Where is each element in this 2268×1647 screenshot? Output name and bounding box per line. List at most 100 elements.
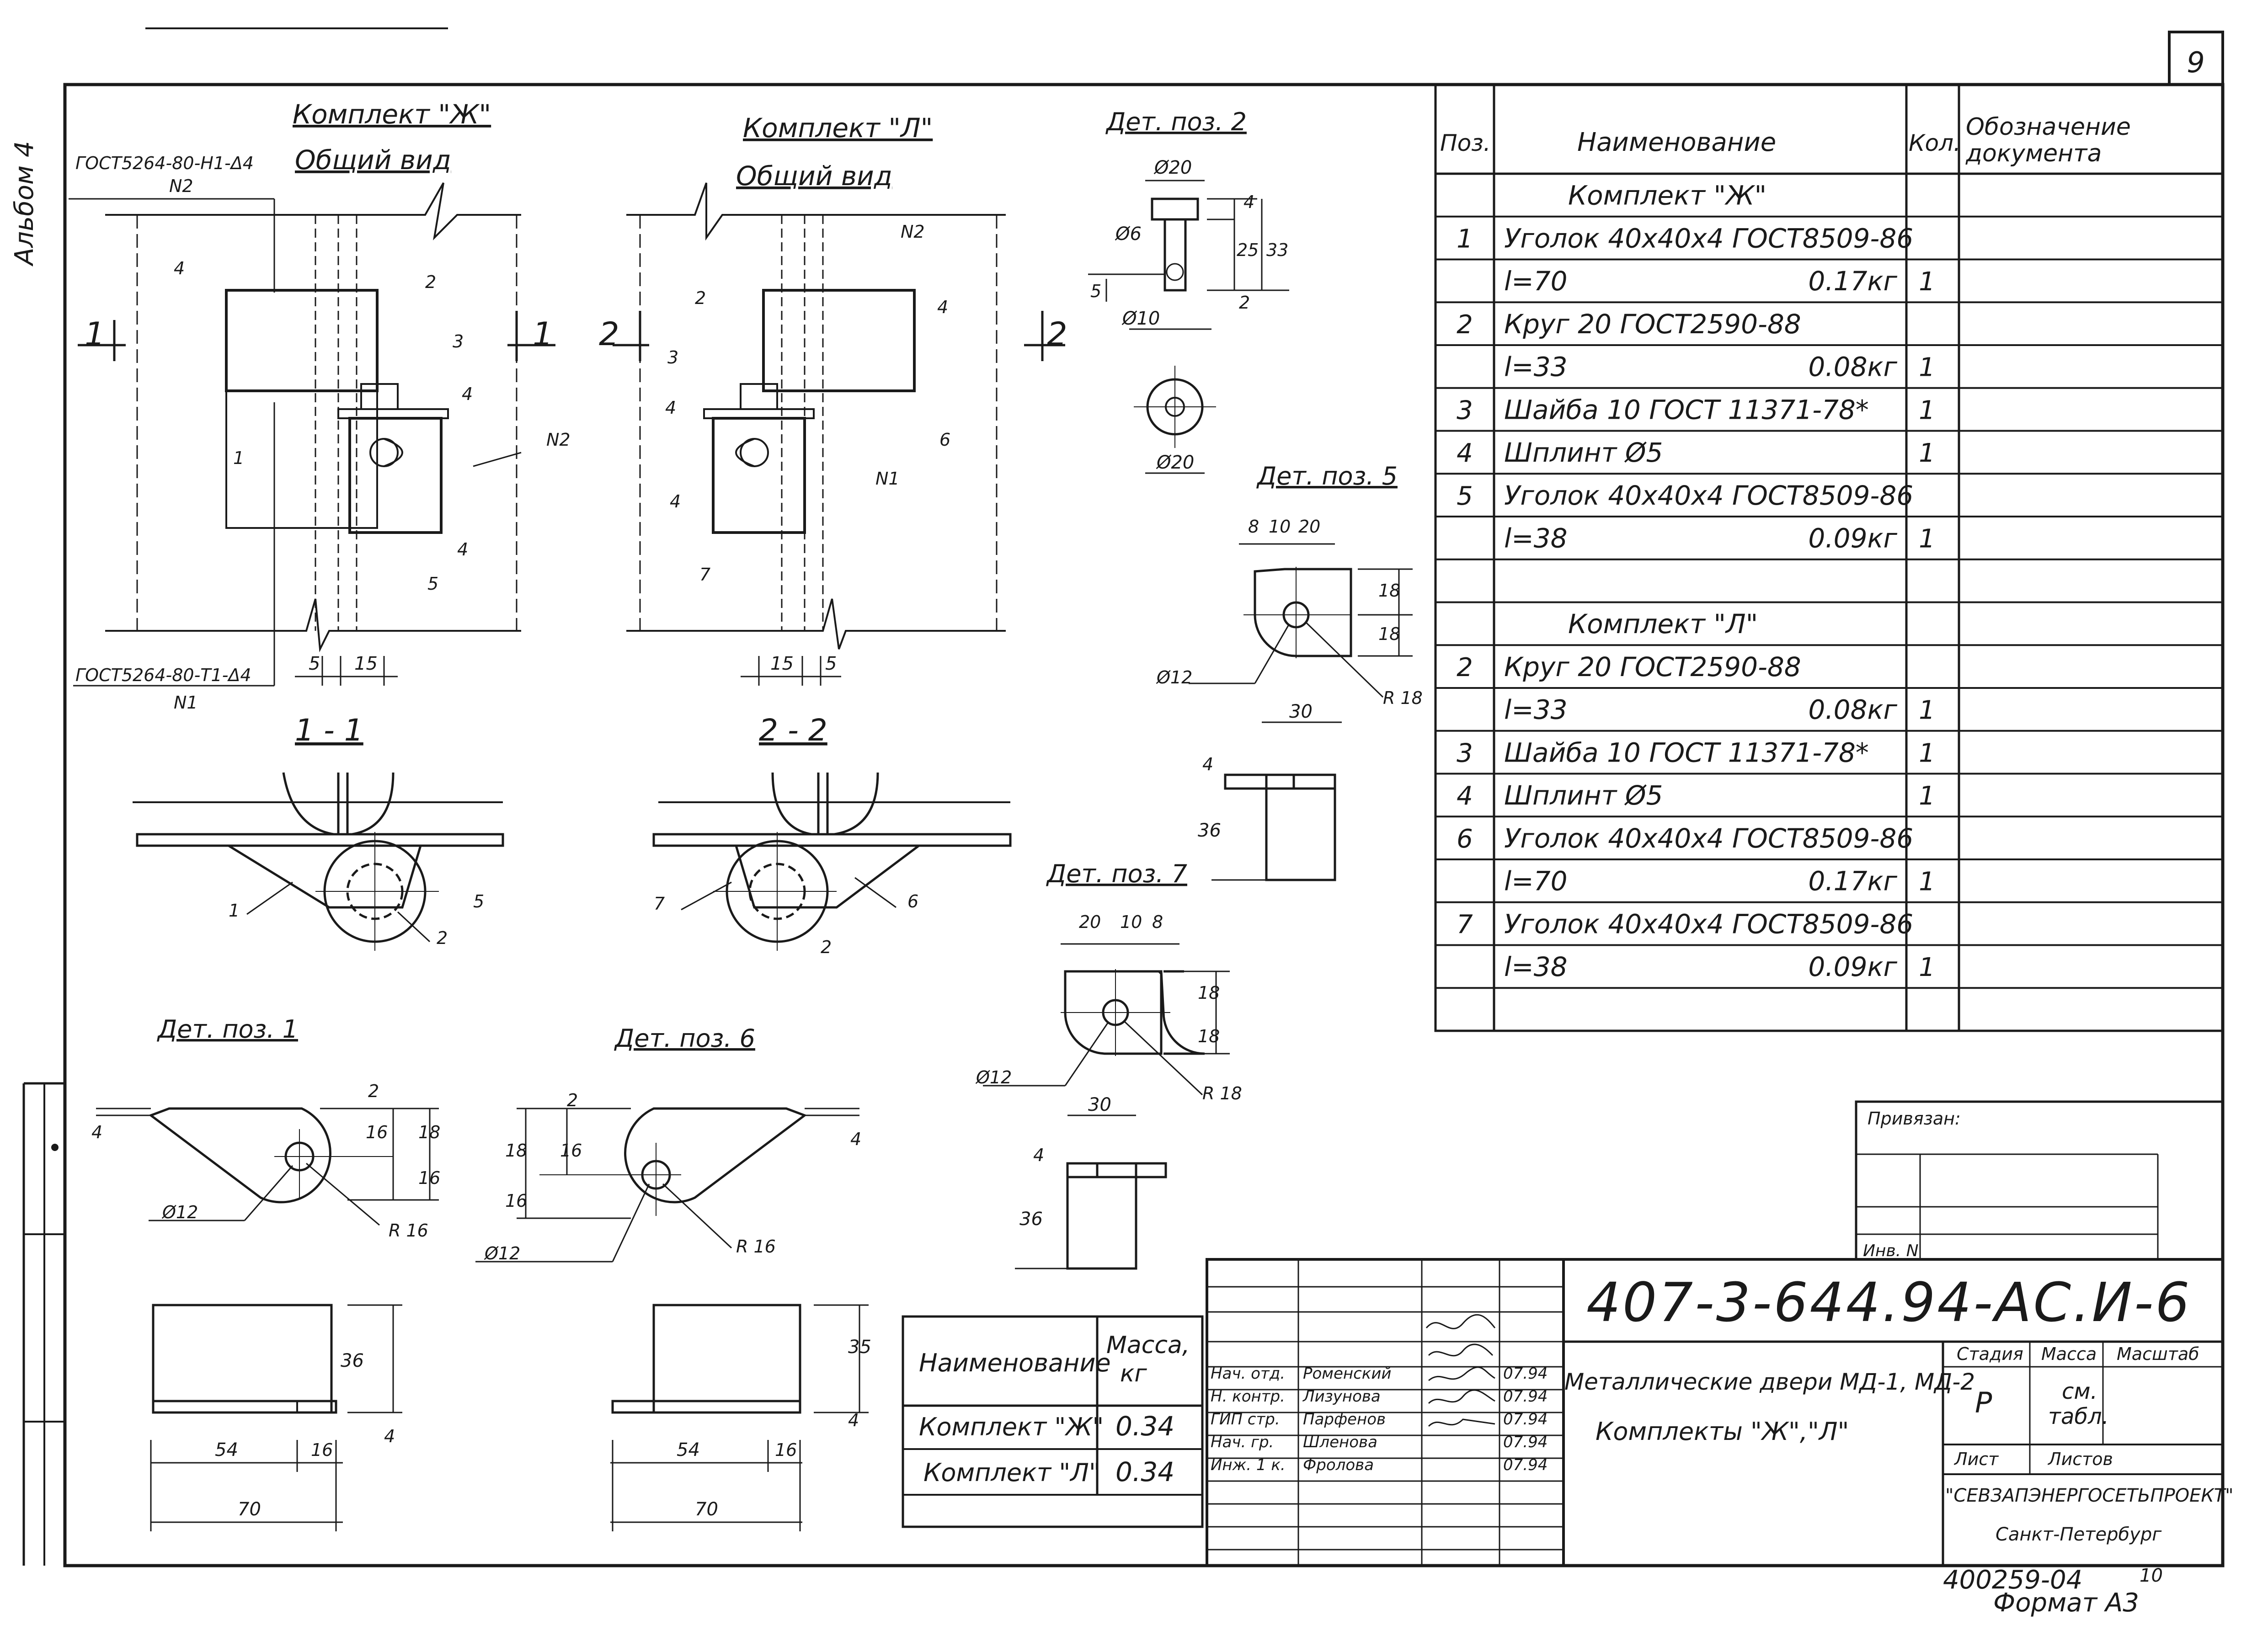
pos-label-3-l: 3 [667, 347, 678, 368]
spec-row-weight: 0.17кг [1808, 266, 1897, 297]
detail-7-dim-18a: 18 [1198, 983, 1220, 1003]
mass-header-tb: Масса [2041, 1344, 2097, 1364]
attached-label: Привязан: [1868, 1109, 1961, 1129]
detail-1-dim-36: 36 [341, 1350, 364, 1371]
detail-5-title: Дет. поз. 5 [1256, 462, 1398, 490]
detail-7-dim-4: 4 [1033, 1145, 1044, 1165]
drawing-title-line2: Комплекты "Ж","Л" [1596, 1417, 1849, 1446]
detail-1-dim-16a: 16 [366, 1122, 388, 1142]
weld-note-n2-right: N2 [546, 430, 571, 450]
drawing-title-line1: Металлические двери МД-1, МД-2 [1564, 1369, 1975, 1395]
title-set-l: Комплект "Л" [743, 112, 933, 144]
weld-note-n2-l: N2 [901, 222, 925, 242]
mass-header-name: Наименование [919, 1349, 1111, 1377]
spec-row-name: Шплинт Ø5 [1504, 437, 1663, 468]
detail-5-dim-20: 20 [1298, 517, 1320, 537]
detail-6-dim-2: 2 [567, 1090, 578, 1110]
detail-5-dim-8: 8 [1248, 517, 1259, 537]
detail-6-dim-18: 18 [505, 1141, 527, 1161]
detail-2-d20-top: Ø20 [1153, 157, 1192, 178]
detail-6-dim-16b: 16 [505, 1191, 527, 1211]
spec-row-name: Шайба 10 ГОСТ 11371-78* [1504, 394, 1869, 425]
signer-date: 07.94 [1503, 1387, 1548, 1406]
weld-note-top-zh: ГОСТ5264-80-Н1-Δ4 [75, 153, 254, 173]
spec-row-name: l=38 [1504, 523, 1568, 554]
detail-1-dim-16c: 16 [311, 1440, 333, 1460]
section-1-1-pos-1: 1 [229, 901, 240, 921]
dim-5-zh: 5 [309, 653, 320, 674]
spec-row-name: Уголок 40х40х4 ГОСТ8509-86 [1504, 823, 1913, 854]
detail-6 [475, 1107, 869, 1531]
signer-name: Парфенов [1303, 1410, 1386, 1428]
sheet-format: Формат А3 [1993, 1588, 2139, 1618]
stage-value: Р [1975, 1386, 1992, 1419]
spec-row-weight: 0.09кг [1808, 951, 1897, 982]
detail-7-dim-10: 10 [1120, 912, 1142, 932]
dim-15-zh: 15 [354, 653, 378, 674]
detail-5-dim-18b: 18 [1378, 624, 1400, 644]
signer-name: Шленова [1303, 1433, 1377, 1451]
detail-7-dim-30: 30 [1088, 1094, 1111, 1115]
detail-6-dim-4: 4 [850, 1129, 861, 1149]
spec-row-weight: 0.08кг [1808, 694, 1897, 725]
pos-label-5-zh: 5 [427, 574, 438, 594]
section-2-2-pos-6: 6 [907, 891, 918, 911]
detail-1-dim-4: 4 [91, 1122, 102, 1142]
spec-row-pos: 7 [1457, 910, 1473, 939]
sheet-number: 9 [2187, 46, 2204, 79]
weld-note-bottom-zh: ГОСТ5264-80-Т1-Δ4 [75, 665, 251, 685]
spec-row-pos: 3 [1457, 738, 1473, 768]
detail-1-dim-18: 18 [418, 1122, 440, 1142]
section-2-2 [652, 772, 1012, 951]
detail-6-title: Дет. поз. 6 [614, 1024, 755, 1053]
pos-label-4-l: 4 [665, 398, 676, 418]
detail-5-dim-10: 10 [1269, 517, 1291, 537]
detail-1-dim-4-side: 4 [384, 1426, 395, 1446]
spec-row-weight: 0.08кг [1808, 352, 1897, 383]
section-1-1-title: 1 - 1 [295, 713, 363, 748]
detail-6-dim-35: 35 [848, 1337, 871, 1358]
detail-5-dim-30: 30 [1289, 701, 1313, 722]
sheets-header: Листов [2047, 1449, 2113, 1469]
pos-label-3-zh: 3 [453, 331, 464, 352]
mass-row-1-mass: 0.34 [1115, 1411, 1174, 1442]
archive-number: 400259-04 [1943, 1565, 2082, 1595]
pos-label-4-zh: 4 [462, 384, 473, 404]
section-1-1 [133, 772, 504, 951]
spec-row-name: Шплинт Ø5 [1504, 780, 1663, 811]
spec-row-pos: 6 [1457, 824, 1473, 854]
detail-7-r18: R 18 [1202, 1083, 1242, 1103]
spec-row-qty: 1 [1919, 781, 1935, 811]
spec-row-name: Комплект "Л" [1568, 608, 1758, 640]
title-block [1206, 1258, 2224, 1567]
detail-7-dim-36: 36 [1019, 1209, 1043, 1230]
section-2-2-pos-7: 7 [654, 894, 665, 914]
spec-row-pos: 3 [1457, 395, 1473, 425]
spec-row-qty: 1 [1919, 696, 1935, 725]
spec-row-name: Комплект "Ж" [1568, 180, 1766, 211]
detail-6-d12: Ø12 [484, 1243, 520, 1263]
spec-table [1434, 83, 2224, 1032]
signer-role: Н. контр. [1211, 1387, 1285, 1406]
signer-name: Лизунова [1302, 1387, 1381, 1406]
spec-row-pos: 4 [1457, 438, 1473, 468]
spec-row-qty: 1 [1919, 395, 1935, 425]
section-1-1-pos-5: 5 [473, 891, 484, 911]
spec-row-pos: 5 [1457, 481, 1473, 511]
general-view-set-l [613, 182, 1065, 686]
drawing-code: 407-3-644.94-АС.И-6 [1586, 1271, 2191, 1334]
detail-1-title: Дет. поз. 1 [157, 1015, 298, 1044]
scale-header: Масштаб [2117, 1344, 2199, 1364]
detail-2 [1088, 180, 1289, 474]
signer-name: Роменский [1303, 1365, 1392, 1383]
dim-4-l-top: 4 [937, 297, 948, 317]
detail-5-dim-36: 36 [1198, 820, 1221, 841]
detail-7 [983, 943, 1230, 1270]
weld-note-n1-l: N1 [875, 469, 900, 489]
signer-date: 07.94 [1503, 1433, 1548, 1451]
dim-4-zh-top: 4 [174, 258, 185, 278]
detail-6-dim-16c: 16 [775, 1440, 797, 1460]
